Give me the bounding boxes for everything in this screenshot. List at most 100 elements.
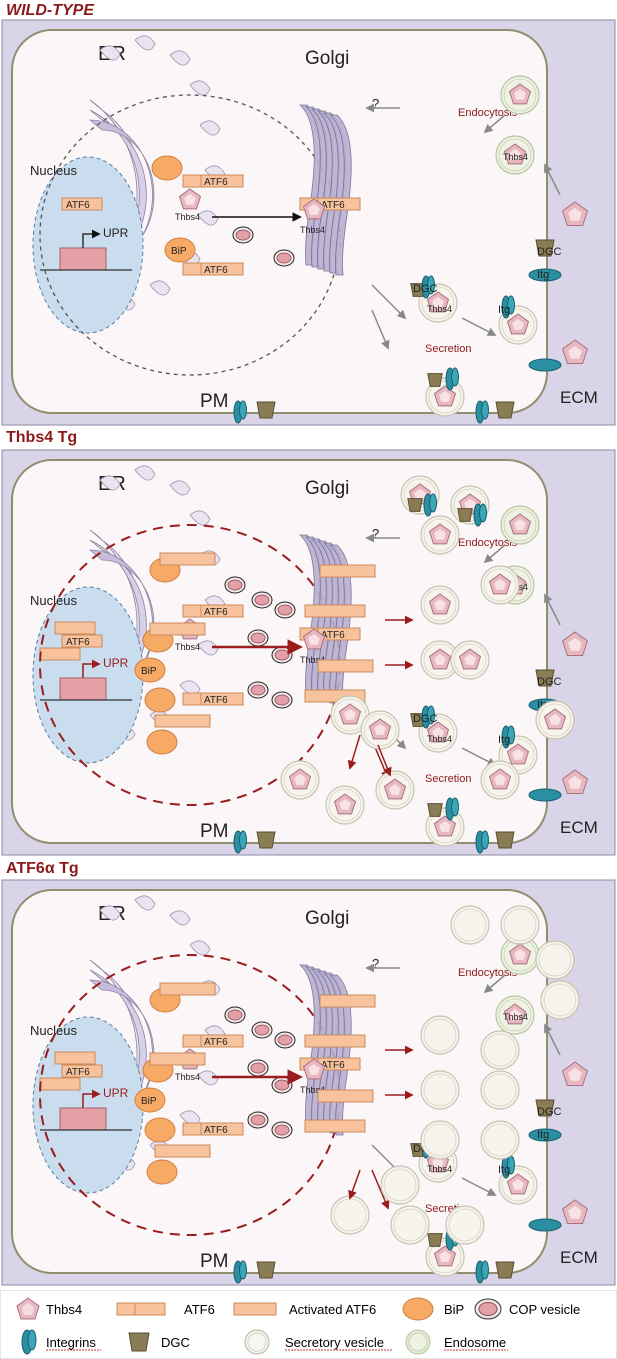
secretory-vesicle bbox=[425, 377, 465, 417]
thbs4-vesicle-label: Thbs4 bbox=[427, 1164, 452, 1174]
cop-inner bbox=[274, 694, 290, 706]
dgc-icon bbox=[495, 1261, 515, 1279]
secretory-vesicle bbox=[280, 760, 320, 800]
vesicle-inner bbox=[328, 788, 362, 822]
endosome bbox=[495, 135, 535, 175]
cop-vesicle-icon bbox=[224, 576, 246, 594]
vesicle-inner bbox=[538, 943, 572, 977]
atf6-icon bbox=[39, 1077, 81, 1091]
atf6-icon bbox=[54, 1051, 96, 1065]
transcription-arrow bbox=[82, 229, 101, 248]
cop-vesicle-icon bbox=[273, 249, 295, 267]
question-label: ? bbox=[372, 96, 379, 111]
thbs4-inner bbox=[549, 714, 561, 725]
itg-vesicle-label: Itg bbox=[498, 734, 510, 746]
legend-thbs4-icon bbox=[16, 1297, 40, 1320]
vesicle-inner bbox=[503, 78, 537, 112]
gene-box bbox=[59, 247, 107, 271]
cop-inner bbox=[276, 252, 292, 264]
thbs4-in-vesicle bbox=[506, 313, 530, 335]
thbs4-in-vesicle bbox=[428, 648, 452, 670]
itg-membrane-label: Itg bbox=[537, 269, 549, 281]
atf6-rect bbox=[54, 1051, 96, 1065]
thbs4-inner bbox=[389, 784, 401, 795]
thbs4-inner bbox=[374, 724, 386, 735]
integrin-icon bbox=[473, 503, 487, 527]
thbs4-icon bbox=[302, 198, 326, 220]
cop-inner bbox=[227, 1009, 243, 1021]
thbs4-inner bbox=[294, 774, 306, 785]
cop-inner bbox=[227, 579, 243, 591]
upr-label: UPR bbox=[103, 1086, 129, 1100]
atf6-icon bbox=[149, 622, 206, 636]
secretory-vesicle bbox=[480, 1070, 520, 1110]
vesicle-inner bbox=[538, 703, 572, 737]
thbs4-icon bbox=[562, 631, 588, 656]
thbs4-inner bbox=[568, 637, 582, 651]
atf6-label: ATF6 bbox=[66, 637, 90, 648]
atf6-seg bbox=[182, 692, 202, 706]
secretory-vesicle bbox=[535, 700, 575, 740]
atf6-label: ATF6 bbox=[204, 265, 228, 276]
atf6-seg bbox=[200, 174, 244, 188]
integrin-icon bbox=[445, 367, 459, 391]
atf6-rect bbox=[304, 1119, 366, 1133]
er-fragment bbox=[134, 35, 156, 51]
thbs4-in-vesicle bbox=[488, 573, 512, 595]
thbs4-icon bbox=[562, 339, 588, 364]
dgc-icon bbox=[535, 669, 555, 687]
secretion-label: Secretion bbox=[425, 343, 471, 355]
integrin-icon bbox=[501, 1155, 515, 1179]
integrin-icon bbox=[475, 400, 489, 424]
atf6-icon: ATF6 bbox=[182, 1122, 244, 1136]
bip-label: BiP bbox=[171, 246, 187, 257]
cop-vesicle-icon bbox=[251, 1021, 273, 1039]
atf6-icon bbox=[317, 1089, 374, 1103]
thbs4-icon bbox=[562, 201, 588, 226]
secretory-vesicle bbox=[535, 940, 575, 980]
atf6-label: ATF6 bbox=[321, 1060, 345, 1071]
vesicle-inner bbox=[483, 1073, 517, 1107]
vesicle-inner bbox=[483, 1123, 517, 1157]
cop-inner bbox=[254, 1024, 270, 1036]
legend-integrins-label: Integrins bbox=[46, 1335, 96, 1350]
atf6-icon: ATF6 bbox=[182, 174, 244, 188]
panel-0: ERGolgiPMECMEndocytosisSecretion?Nucleus… bbox=[1, 19, 616, 426]
dgc-icon bbox=[256, 401, 276, 419]
vesicle-inner bbox=[453, 643, 487, 677]
thbs4-inner bbox=[512, 749, 524, 760]
thbs4-in-vesicle bbox=[458, 648, 482, 670]
panel-title-atf6-tg: ATF6α Tg bbox=[6, 860, 79, 877]
integrin-icon bbox=[501, 725, 515, 749]
integrin-b bbox=[239, 830, 247, 850]
endocytosis-arrow bbox=[483, 544, 506, 564]
thbs4-inner bbox=[464, 654, 476, 665]
cop-inner bbox=[250, 1114, 266, 1126]
atf6-icon: ATF6 bbox=[182, 692, 244, 706]
atf6-seg bbox=[182, 174, 202, 188]
dgc-icon bbox=[495, 831, 515, 849]
secretory-vesicle bbox=[360, 710, 400, 750]
endosome bbox=[500, 505, 540, 545]
thbs4-inner bbox=[434, 529, 446, 540]
thbs4-in-vesicle bbox=[428, 593, 452, 615]
integrin-icon bbox=[233, 830, 247, 854]
legend-thbs4-label: Thbs4 bbox=[46, 1302, 82, 1317]
bip-icon bbox=[146, 1159, 178, 1185]
atf6-rect bbox=[154, 714, 211, 728]
endocytosis-arrow bbox=[483, 114, 506, 134]
cop-inner bbox=[274, 1124, 290, 1136]
integrin-icon bbox=[421, 275, 435, 299]
secretion-arrow bbox=[377, 744, 392, 777]
atf6-rect bbox=[39, 647, 81, 661]
atf6-icon bbox=[159, 982, 216, 996]
integrin-b bbox=[451, 797, 459, 817]
vesicle-outer bbox=[500, 905, 540, 945]
vesicle-inner bbox=[428, 380, 462, 414]
golgi-label: Golgi bbox=[305, 478, 349, 499]
thbs4-in-vesicle bbox=[506, 743, 530, 765]
thbs4-in-endosome bbox=[503, 143, 527, 165]
secretory-vesicle bbox=[480, 760, 520, 800]
secretory-vesicle bbox=[420, 1015, 460, 1055]
er-fragment bbox=[99, 905, 121, 921]
